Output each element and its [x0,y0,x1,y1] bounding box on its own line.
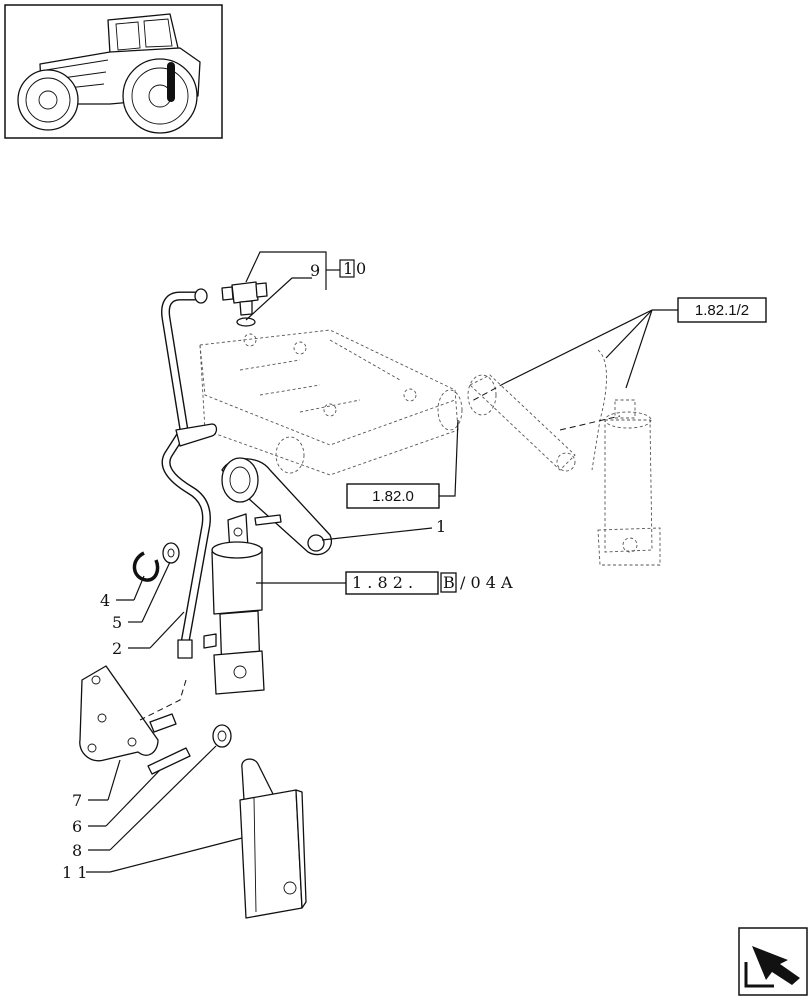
reference-1-82-0-label: 1.82.0 [372,488,414,505]
washer-part-5[interactable] [162,542,180,564]
reference-1-82-1-2-label: 1.82.1/2 [695,302,749,319]
callout-9: 9 [310,261,320,280]
callout-1: 1 [436,517,446,536]
pin-part-6[interactable] [147,747,191,775]
callout-8: 8 [72,841,82,860]
callout-labels: 9 1 0 1 4 5 2 7 6 8 1 1 [62,259,446,882]
reference-1-82-B-04A[interactable]: 1 . 8 2 . B / 0 4 A [345,571,513,595]
reference-1-82-1-2[interactable]: 1.82.1/2 [677,297,767,323]
hydraulic-pipe-part-2[interactable] [161,288,218,659]
callout-10-box [339,259,355,278]
tee-fitting-part-10[interactable] [221,281,268,316]
callout-6: 6 [72,817,82,836]
tractor-thumbnail-icon [4,4,223,139]
o-ring-part-9[interactable] [236,317,256,327]
reference-1-82-0[interactable]: 1.82.0 [346,483,440,509]
callout-2: 2 [112,639,122,658]
leader-lines [86,251,678,873]
reference-1-82-B-box: B [443,573,455,592]
callout-7: 7 [72,791,82,810]
support-bracket-part-11[interactable] [239,758,307,919]
callout-4: 4 [100,591,110,610]
reference-1-82-B-suffix: / 0 4 A [460,573,513,592]
lift-cylinder[interactable] [203,513,265,695]
circlip-part-4[interactable] [132,551,160,582]
next-page-arrow-icon[interactable] [738,927,808,996]
bracket-part-7[interactable] [79,665,177,762]
callout-5: 5 [112,613,122,632]
alignment-line [139,679,187,721]
lift-housing-ghost [199,329,661,566]
callout-10-tail: 0 [356,259,366,278]
callout-11: 1 1 [62,863,87,882]
callout-10-box-text: 1 [343,259,353,278]
lift-arm-part-1[interactable] [221,457,333,556]
washer-part-8[interactable] [212,724,232,748]
reference-1-82-B-prefix: 1 . 8 2 . [352,573,413,592]
